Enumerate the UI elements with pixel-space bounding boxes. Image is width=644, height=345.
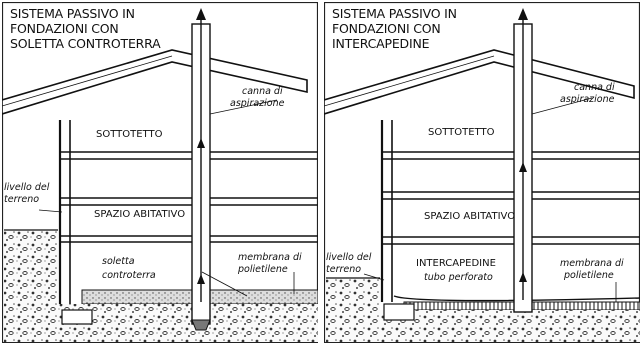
roof (324, 49, 635, 115)
label-soletta-line-1: soletta (102, 256, 135, 267)
diagram-soletta-controterra: SISTEMA PASSIVO IN FONDAZIONI CON SOLETT… (2, 2, 318, 343)
diagram-title-line-1: SISTEMA PASSIVO IN (332, 6, 457, 21)
footing (383, 303, 415, 321)
vent-pipe (191, 8, 211, 331)
label-livello-line-1: livello del (326, 252, 372, 263)
diagram-title-line-3: SOLETTA CONTROTERRA (10, 36, 161, 51)
label-livello-line-2: terreno (326, 264, 361, 275)
diagram-intercapedine: SISTEMA PASSIVO IN FONDAZIONI CON INTERC… (324, 2, 640, 343)
footing (61, 309, 93, 325)
label-livello-line-2: terreno (4, 194, 39, 205)
gravel-bed (380, 310, 640, 342)
label-canna-line-2: aspirazione (230, 98, 285, 109)
diagram-title-line-2: FONDAZIONI CON (10, 21, 119, 36)
arrow-up-icon (197, 274, 205, 284)
arrow-up-icon (197, 138, 205, 148)
arrow-up-icon (519, 272, 527, 282)
gravel-bed (58, 304, 318, 342)
label-membrana-line-2: polietilene (237, 264, 288, 275)
label-membrana-line-1: membrana di (560, 258, 624, 269)
polyethylene-membrane (393, 295, 640, 302)
soil-gravel (4, 230, 58, 342)
floor-slabs (382, 151, 640, 245)
label-spazio-abitativo: SPAZIO ABITATIVO (94, 209, 185, 220)
label-livello-line-1: livello del (4, 182, 50, 193)
soil-gravel (326, 278, 380, 342)
diagram-title-line-1: SISTEMA PASSIVO IN (10, 6, 135, 21)
label-canna-line-1: canna di (574, 82, 615, 93)
label-tubo-perforato: tubo perforato (424, 272, 493, 283)
label-membrana-line-1: membrana di (238, 252, 302, 263)
label-sottotetto: SOTTOTETTO (428, 127, 495, 138)
label-membrana-line-2: polietilene (563, 270, 614, 281)
arrow-up-icon (519, 162, 527, 172)
arrow-up-icon (518, 8, 528, 20)
label-spazio-abitativo: SPAZIO ABITATIVO (424, 211, 515, 222)
label-soletta-line-2: controterra (102, 270, 156, 281)
floor-slabs (60, 151, 318, 243)
label-intercapedine: INTERCAPEDINE (416, 258, 496, 269)
label-sottotetto: SOTTOTETTO (96, 129, 163, 140)
label-canna-line-2: aspirazione (560, 94, 615, 105)
roof (2, 49, 308, 115)
vent-pipe (513, 8, 533, 313)
diagram-svg-left: SISTEMA PASSIVO IN FONDAZIONI CON SOLETT… (2, 2, 318, 343)
arrow-up-icon (196, 8, 206, 20)
diagram-title-line-2: FONDAZIONI CON (332, 21, 441, 36)
label-canna-line-1: canna di (242, 86, 283, 97)
diagram-svg-right: SISTEMA PASSIVO IN FONDAZIONI CON INTERC… (324, 2, 640, 343)
diagram-title-line-3: INTERCAPEDINE (332, 36, 430, 51)
